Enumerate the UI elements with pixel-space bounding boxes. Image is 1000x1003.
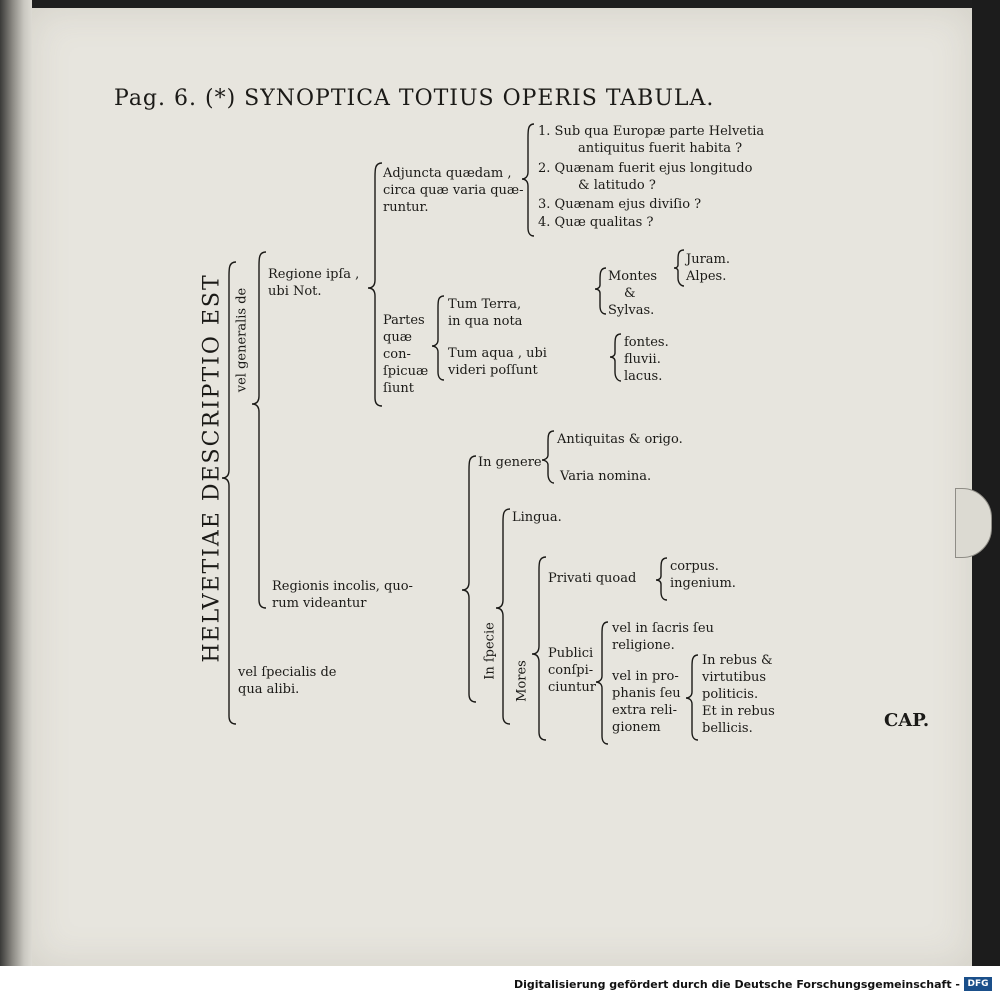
rebus-line-1: In rebus & — [702, 653, 773, 668]
brace-in-genere — [541, 430, 555, 484]
adjuncta-line-2: circa quæ varia quæ- — [383, 183, 524, 198]
brace-root — [221, 261, 237, 725]
brace-prophanis — [685, 654, 699, 741]
table-title: SYNOPTICA TOTIUS OPERIS TABULA. — [244, 86, 715, 111]
question-4: 4. Quæ qualitas ? — [538, 215, 654, 230]
sacris-line-2: religione. — [612, 638, 675, 653]
incolis-line-2: rum videantur — [272, 596, 367, 611]
binding-shadow — [0, 0, 32, 966]
partes-line-4: ſpicuæ — [383, 364, 429, 379]
prophanis-line-4: gionem — [612, 720, 661, 735]
adjuncta-line-1: Adjuncta quædam , — [383, 166, 512, 181]
brace-partes — [431, 295, 445, 381]
antiquitas: Antiquitas & origo. — [557, 432, 683, 447]
publici-line-2: conſpi- — [548, 663, 594, 678]
footer-band — [0, 966, 1000, 1003]
brace-fontes — [609, 333, 622, 382]
paper-leaf — [30, 8, 972, 966]
page-reference: Pag. 6. (*) — [114, 86, 237, 111]
prophanis-line-1: vel in pro- — [612, 669, 679, 684]
question-3: 3. Quænam ejus diviſio ? — [538, 197, 702, 212]
montes-line-1: Montes — [608, 269, 658, 284]
brace-montes — [594, 267, 607, 315]
scan-right-edge — [972, 0, 1000, 966]
partes-line-5: ſiunt — [383, 381, 414, 396]
catchword: CAP. — [884, 710, 930, 731]
regione-line-2: ubi Not. — [268, 284, 322, 299]
prophanis-line-3: extra reli- — [612, 703, 677, 718]
adjuncta-line-3: runtur. — [383, 200, 429, 215]
partes-line-2: quæ — [383, 330, 412, 345]
regione-line-1: Regione ipſa , — [268, 267, 360, 282]
question-2-line-1: 2. Quænam fuerit ejus longitudo — [538, 161, 753, 176]
montes-line-3: Sylvas. — [608, 303, 655, 318]
brace-juram — [673, 249, 685, 287]
rebus-line-2: virtutibus — [702, 670, 767, 685]
tum-terra-line-1: Tum Terra, — [448, 297, 522, 312]
footer-text: Digitalisierung gefördert durch die Deut… — [513, 978, 960, 991]
sacris-line-1: vel in ſacris ſeu — [612, 621, 714, 636]
question-1-line-1: 1. Sub qua Europæ parte Helvetia — [538, 124, 765, 139]
question-2-line-2: & latitudo ? — [578, 178, 656, 193]
incolis-line-1: Regionis incolis, quo- — [272, 579, 413, 594]
brace-mores — [531, 556, 547, 741]
corpus: corpus. — [670, 559, 719, 574]
publici-line-3: ciuntur — [548, 680, 596, 695]
specialis-line-2: qua alibi. — [238, 682, 300, 697]
in-genere: In genere — [478, 455, 542, 470]
alpes: Alpes. — [686, 269, 727, 284]
dfg-logo-icon: DFG — [964, 977, 992, 991]
brace-privati — [655, 557, 668, 601]
partes-line-1: Partes — [383, 313, 425, 328]
specialis-line-1: vel ſpecialis de — [238, 665, 337, 680]
brace-regione — [367, 162, 383, 407]
brace-adjuncta — [521, 123, 535, 237]
brace-incolis — [461, 455, 477, 703]
lacus: lacus. — [624, 369, 663, 384]
fontes: fontes. — [624, 335, 669, 350]
brace-publici — [595, 621, 609, 745]
montes-line-2: & — [624, 286, 636, 301]
prophanis-line-2: phanis ſeu — [612, 686, 681, 701]
ingenium: ingenium. — [670, 576, 736, 591]
fluvii: fluvii. — [624, 352, 661, 367]
lingua: Lingua. — [512, 510, 562, 525]
rebus-line-5: bellicis. — [702, 721, 753, 736]
partes-line-3: con- — [383, 347, 411, 362]
publici-line-1: Publici — [548, 646, 594, 661]
tum-aqua-line-1: Tum aqua , ubi — [448, 346, 547, 361]
page-title: Pag. 6. (*) SYNOPTICA TOTIUS OPERIS TABU… — [114, 86, 714, 112]
rebus-line-3: politicis. — [702, 687, 759, 702]
privati: Privati quoad — [548, 571, 637, 586]
juram: Juram. — [686, 252, 731, 267]
brace-in-specie — [495, 508, 511, 725]
rebus-line-4: Et in rebus — [702, 704, 775, 719]
brace-generalis — [251, 251, 267, 609]
tum-terra-line-2: in qua nota — [448, 314, 523, 329]
question-1-line-2: antiquitus fuerit habita ? — [578, 141, 743, 156]
tum-aqua-line-2: videri poſſunt — [448, 363, 538, 378]
varia-nomina: Varia nomina. — [560, 469, 652, 484]
